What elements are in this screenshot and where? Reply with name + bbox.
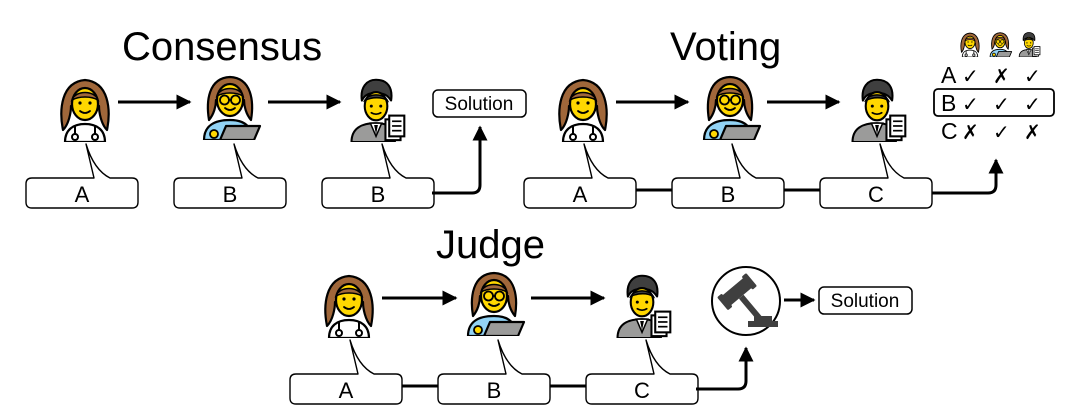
- ballot-row: C ✗ ✓ ✗: [941, 118, 1041, 144]
- consensus-section: Consensus A B B Solution: [25, 25, 527, 209]
- ballot-row-label: B: [941, 90, 956, 116]
- woman-technologist-icon: [989, 32, 1013, 57]
- man-office-worker-icon: [616, 274, 672, 338]
- speech-bubble: C: [819, 143, 933, 209]
- bubble-label: A: [75, 182, 90, 207]
- woman-technologist-icon: [202, 75, 262, 140]
- check-mark-icon: ✓: [1024, 64, 1041, 88]
- woman-health-worker-icon: [324, 274, 374, 338]
- speech-bubble: C: [585, 339, 699, 405]
- arrow: [932, 158, 1004, 195]
- check-mark-icon: ✓: [962, 64, 979, 88]
- arrow: [696, 346, 754, 391]
- judge-title: Judge: [436, 223, 545, 267]
- bubble-label: B: [721, 182, 736, 207]
- judge-section: Judge A B C: [289, 223, 913, 405]
- ballot-row-selected: B ✓ ✓ ✓: [933, 88, 1055, 117]
- speech-bubble: B: [437, 339, 551, 405]
- speech-bubble: A: [289, 339, 403, 405]
- solution-box: Solution: [432, 89, 527, 118]
- speech-bubble: B: [173, 143, 287, 209]
- solution-box: Solution: [818, 286, 913, 315]
- woman-health-worker-icon: [960, 32, 980, 57]
- check-mark-icon: ✓: [962, 92, 979, 116]
- bubble-label: B: [223, 182, 238, 207]
- cross-mark-icon: ✗: [993, 64, 1010, 88]
- ballot-row-label: A: [941, 62, 957, 88]
- woman-technologist-icon: [466, 271, 526, 336]
- solution-label: Solution: [445, 94, 514, 115]
- bubble-label: C: [634, 378, 650, 403]
- man-office-worker-icon: [1018, 32, 1041, 57]
- solution-label: Solution: [831, 291, 900, 312]
- check-mark-icon: ✓: [993, 120, 1010, 144]
- consensus-title: Consensus: [122, 25, 322, 69]
- speech-bubble: A: [523, 143, 637, 209]
- arrow: [432, 125, 488, 195]
- ballot-row-label: C: [941, 118, 958, 144]
- woman-health-worker-icon: [60, 78, 110, 142]
- bubble-label: B: [487, 378, 502, 403]
- bubble-label: A: [339, 378, 354, 403]
- ballot-row: A ✓ ✗ ✓: [941, 62, 1041, 88]
- voting-section: Voting A B C A ✓ ✗: [523, 25, 1055, 209]
- check-mark-icon: ✓: [1024, 92, 1041, 116]
- speech-bubble: B: [321, 143, 435, 209]
- gavel-icon: [711, 266, 781, 336]
- check-mark-icon: ✓: [993, 92, 1010, 116]
- cross-mark-icon: ✗: [1024, 120, 1041, 144]
- woman-health-worker-icon: [558, 78, 608, 142]
- speech-bubble: B: [671, 143, 785, 209]
- man-office-worker-icon: [851, 78, 907, 142]
- speech-bubble: A: [25, 143, 139, 209]
- woman-technologist-icon: [702, 75, 762, 140]
- ballot: A ✓ ✗ ✓ B ✓ ✓ ✓ C ✗ ✓ ✗: [933, 32, 1055, 144]
- cross-mark-icon: ✗: [962, 120, 979, 144]
- man-office-worker-icon: [350, 78, 406, 142]
- bubble-label: C: [868, 182, 884, 207]
- bubble-label: A: [573, 182, 588, 207]
- bubble-label: B: [371, 182, 386, 207]
- voting-title: Voting: [670, 25, 781, 69]
